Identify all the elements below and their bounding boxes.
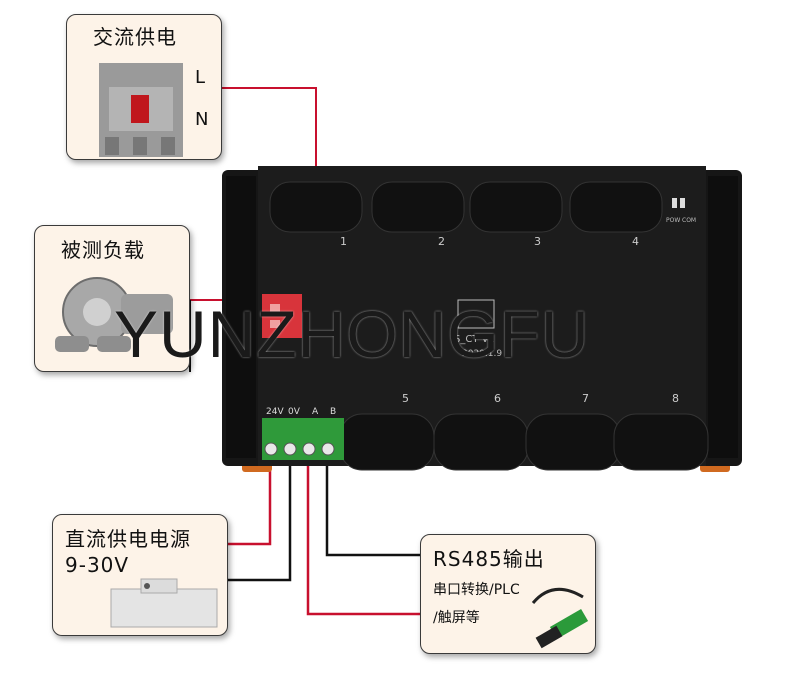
led-label-com: COM (682, 217, 696, 224)
terminal-label-a: A (312, 407, 319, 417)
circuit-breaker-image (99, 63, 183, 157)
led-label-pow: POW (666, 217, 680, 224)
dc-supply-callout: 直流供电电源 9-30V (52, 514, 228, 636)
rs485-wire-black (325, 452, 420, 557)
ac-supply-callout: 交流供电 L N (66, 14, 222, 160)
ct-number-3: 3 (534, 235, 541, 248)
dc-wire-red (228, 452, 272, 546)
rs485-title: RS485输出 (433, 547, 545, 571)
ct-number-2: 2 (438, 235, 445, 248)
dc-wire-black (228, 452, 292, 582)
terminal-l-label: L (195, 67, 206, 88)
rs485-callout: RS485输出 串口转换/PLC /触屏等 (420, 534, 596, 654)
ct-number-5: 5 (402, 392, 409, 405)
ct-number-1: 1 (340, 235, 347, 248)
blower-motor-image (55, 277, 173, 352)
date-text: 2020.1.9 (462, 349, 502, 359)
ct-number-8: 8 (672, 392, 679, 405)
dc-supply-range: 9-30V (65, 553, 130, 577)
dc-power-module-image (110, 578, 218, 628)
ac-wire-red (222, 87, 317, 183)
terminal-label-0v: 0V (288, 407, 301, 417)
usb-rs485-adapter-image (531, 587, 589, 649)
rs485-line2: /触屏等 (433, 610, 480, 626)
rs485-wire-red (306, 452, 420, 616)
dc-supply-title: 直流供电电源 (65, 527, 191, 551)
terminal-n-label: N (195, 109, 209, 130)
ct-number-4: 4 (632, 235, 639, 248)
load-title: 被测负载 (61, 238, 145, 262)
ct-module-device: 1 2 3 4 5 6 7 8 24V 0V A B POW COM S_CT … (222, 166, 742, 472)
load-callout: 被测负载 (34, 225, 190, 372)
rs485-line1: 串口转换/PLC (433, 582, 520, 598)
model-text: S_CT V1 (454, 334, 495, 345)
ac-supply-title: 交流供电 (93, 25, 177, 49)
terminal-label-b: B (330, 407, 336, 417)
ct-number-7: 7 (582, 392, 589, 405)
terminal-label-24v: 24V (266, 407, 284, 417)
ct-number-6: 6 (494, 392, 501, 405)
